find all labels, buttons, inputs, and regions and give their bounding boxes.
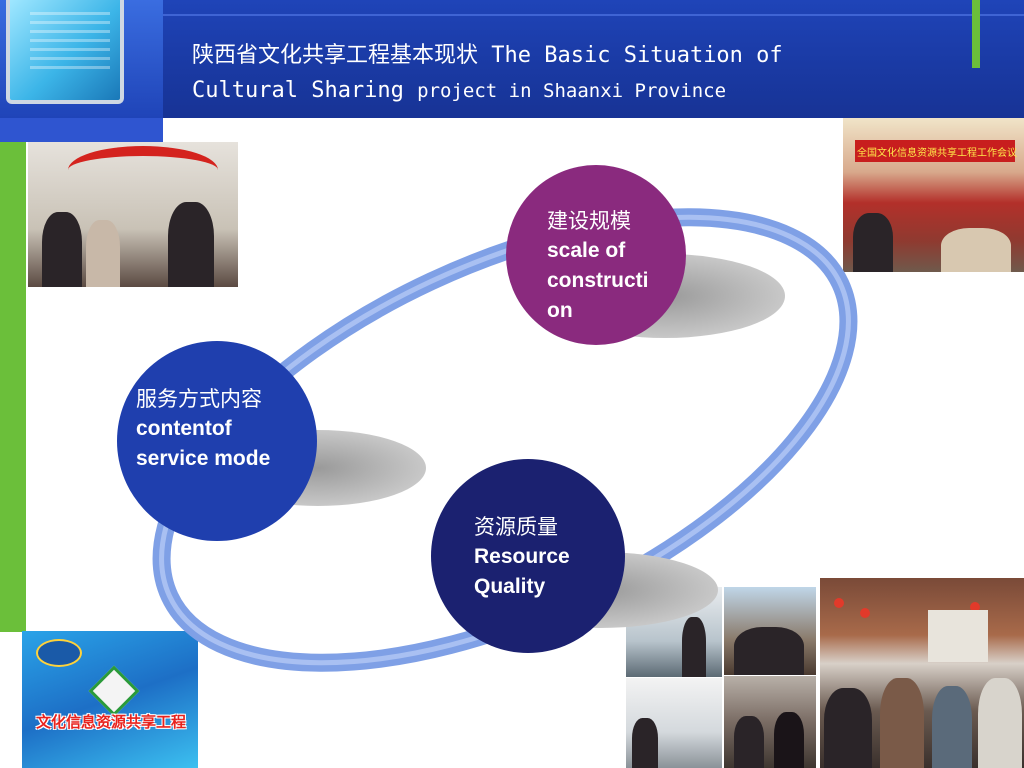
person-silhouette xyxy=(734,627,804,675)
person-silhouette xyxy=(42,212,82,287)
person-silhouette xyxy=(932,686,972,768)
photo-service-scene-4 xyxy=(724,676,816,768)
slide-title: 陕西省文化共享工程基本现状 The Basic Situation of Cul… xyxy=(192,38,962,109)
node-label-en: service mode xyxy=(136,447,271,470)
person-silhouette xyxy=(86,220,120,287)
node-label-en: on xyxy=(547,299,573,322)
person-silhouette xyxy=(682,617,706,677)
red-ribbon-shape xyxy=(68,146,218,194)
node-label-zh: 建设规模 xyxy=(547,209,631,233)
photo-unveiling-ceremony xyxy=(28,142,238,287)
monitor-screen-lines xyxy=(30,12,110,72)
node-resource-quality xyxy=(431,459,625,653)
title-english-line2b: project in Shaanxi Province xyxy=(417,80,727,102)
node-label-construction: 建设规模 scale of constructi on xyxy=(547,206,649,326)
node-label-en: Quality xyxy=(474,575,546,598)
person-silhouette xyxy=(774,712,804,768)
logo-text: 文化信息资源共享工程 xyxy=(35,713,186,731)
person-silhouette xyxy=(824,688,872,768)
logo-badge-icon xyxy=(36,639,82,667)
header-logo-area xyxy=(0,0,163,118)
person-silhouette xyxy=(978,678,1022,768)
header-bar xyxy=(163,0,1024,118)
person-silhouette xyxy=(941,228,1011,272)
node-label-en: constructi xyxy=(547,269,649,292)
person-silhouette xyxy=(632,718,658,768)
node-label-en: contentof xyxy=(136,417,232,440)
node-label-en: Resource xyxy=(474,545,570,568)
person-silhouette xyxy=(734,716,764,768)
projection-screen xyxy=(928,610,988,662)
node-label-zh: 资源质量 xyxy=(474,515,558,539)
photo-conference-meeting: 全国文化信息资源共享工程工作会议 xyxy=(843,118,1024,272)
node-label-resource: 资源质量 Resource Quality xyxy=(474,512,570,602)
photo-crowd-screening xyxy=(820,578,1024,768)
lantern-icon xyxy=(970,602,980,612)
lantern-icon xyxy=(834,598,844,608)
person-silhouette xyxy=(168,202,214,287)
photo-project-logo: 文化信息资源共享工程 xyxy=(22,631,198,768)
meeting-banner xyxy=(855,140,1015,162)
photo-service-scene-3 xyxy=(626,678,722,768)
node-service-mode xyxy=(117,341,317,541)
left-green-strip xyxy=(0,142,26,632)
node-label-en: scale of xyxy=(547,239,626,262)
header-accent-bar xyxy=(972,0,980,68)
person-silhouette xyxy=(853,213,893,272)
node-label-zh: 服务方式内容 xyxy=(136,387,262,411)
left-blue-strip xyxy=(0,118,163,142)
meeting-banner-text: 全国文化信息资源共享工程工作会议 xyxy=(857,148,1017,159)
photo-service-scene-2 xyxy=(724,587,816,675)
title-english-line1: The Basic Situation of xyxy=(491,43,783,68)
node-scale-of-construction xyxy=(506,165,686,345)
header-stripe xyxy=(163,14,1024,16)
computer-monitor-icon xyxy=(6,0,124,104)
title-english-line2a: Cultural Sharing xyxy=(192,78,404,103)
person-silhouette xyxy=(880,678,924,768)
lantern-icon xyxy=(860,608,870,618)
node-label-service: 服务方式内容 contentof service mode xyxy=(136,384,270,474)
title-chinese: 陕西省文化共享工程基本现状 xyxy=(192,43,479,68)
